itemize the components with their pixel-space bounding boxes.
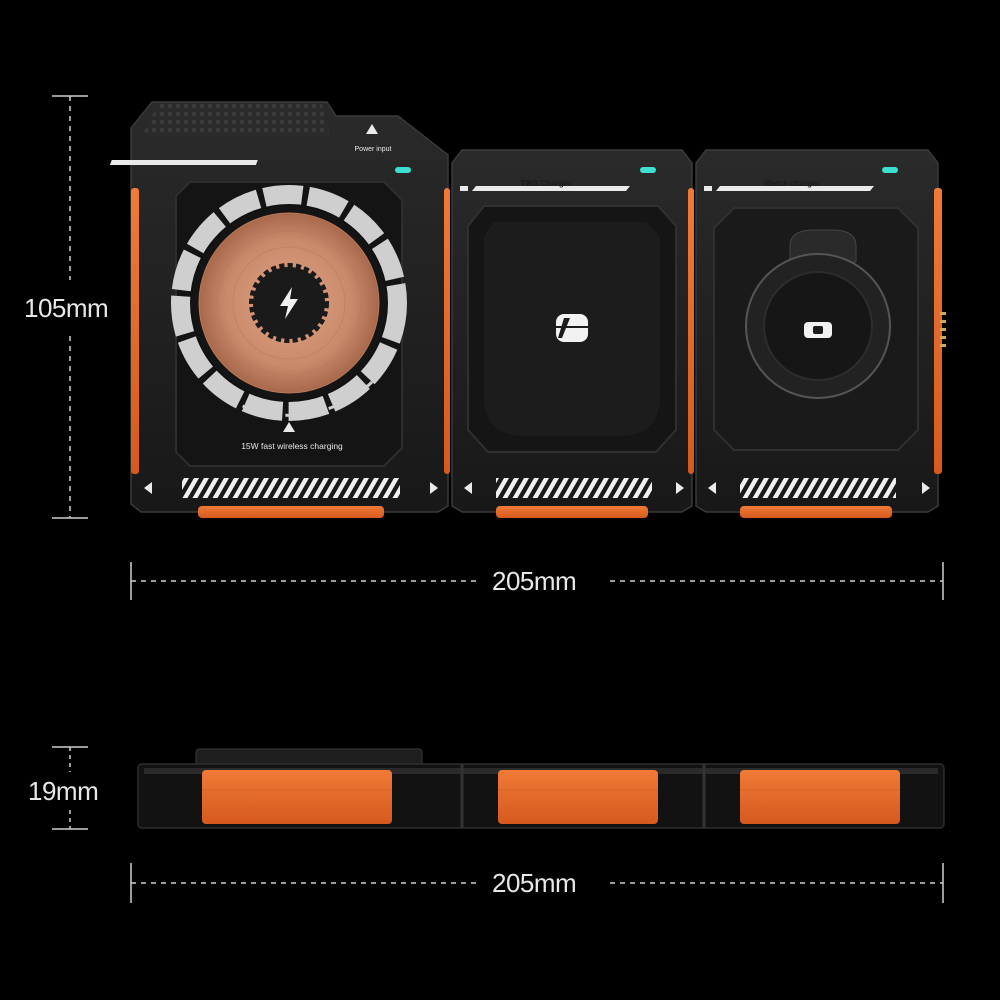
height-dimension-label: 105mm — [18, 293, 115, 323]
orange-side-strip — [131, 188, 139, 474]
thickness-dimension-label: 19mm — [22, 776, 105, 806]
watch-charger-label: Watch charger — [764, 179, 819, 188]
grip-pad — [142, 104, 330, 136]
tws-charger-label: TWS Charger — [521, 179, 572, 188]
watch-icon — [804, 322, 832, 338]
lightning-icon — [280, 287, 298, 319]
phone-pad-caption: 15W fast wireless charging — [241, 441, 343, 451]
side-orange-bumper-2 — [498, 770, 658, 824]
power-input-label: Power input — [355, 146, 392, 153]
dimension-lines — [52, 95, 944, 903]
width-dimension-label-bottom: 205mm — [486, 868, 583, 898]
status-led — [395, 167, 411, 173]
top-view — [109, 101, 946, 518]
side-orange-bumper-1 — [202, 770, 392, 824]
magnet-ring — [171, 185, 407, 421]
side-orange-bumper-3 — [740, 770, 900, 824]
width-dimension-label-top: 205mm — [486, 566, 583, 596]
power-arrow-icon — [366, 124, 378, 134]
earbuds-case-icon — [556, 314, 588, 342]
side-view — [137, 748, 945, 829]
